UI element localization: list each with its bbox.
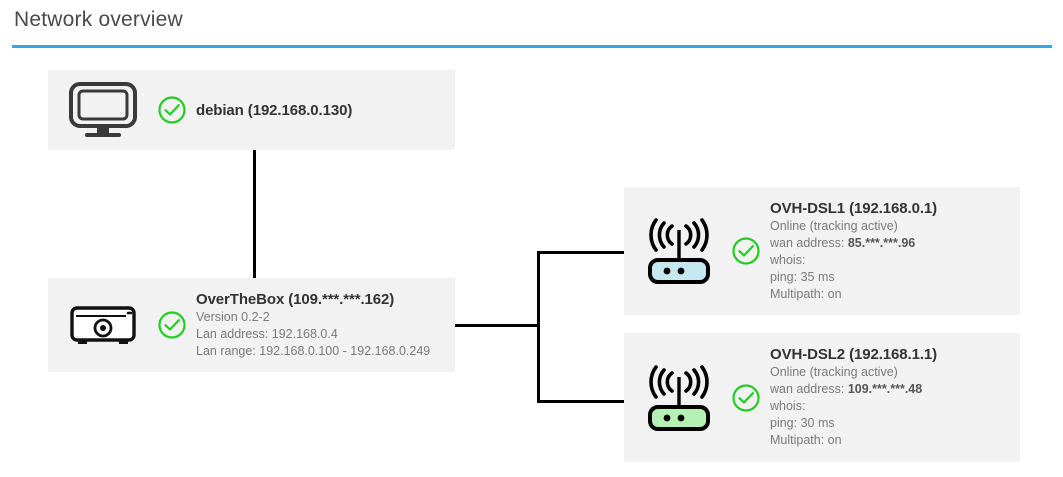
node-ovh-dsl1-multipath: Multipath: on [770,286,842,301]
connector-trunk-vertical [537,251,540,403]
node-overthebox-version: Version 0.2-2 [196,309,270,324]
node-ovh-dsl1[interactable]: OVH-DSL1 (192.168.0.1) Online (tracking … [624,187,1020,315]
monitor-icon [58,81,148,139]
node-overthebox-text: OverTheBox (109.***.***.162) Version 0.2… [196,291,455,360]
page-title: Network overview [14,8,183,31]
node-ovh-dsl2-multipath: Multipath: on [770,433,842,447]
connector-branch-to-dsl2 [537,400,625,403]
wifi-router-icon [636,361,722,435]
node-ovh-dsl2-ping: ping: 30 ms [770,416,835,430]
node-ovh-dsl2-whois: whois: [770,399,806,413]
node-debian-text: debian (192.168.0.130) [196,102,455,119]
wan-address-value: 85.***.***.96 [847,235,916,250]
node-ovh-dsl1-text: OVH-DSL1 (192.168.0.1) Online (tracking … [770,200,1020,303]
wifi-router-icon [636,214,722,288]
connector-branch-to-dsl1 [537,251,625,254]
node-ovh-dsl2-wan-address: wan address: 109.***.***.48 [770,381,1020,398]
check-circle-icon [148,310,196,340]
node-debian-client[interactable]: debian (192.168.0.130) [48,70,455,150]
check-circle-icon [148,95,196,125]
node-ovh-dsl1-wan-address: wan address: 85.***.***.96 [770,235,1020,252]
wan-address-label: wan address: [770,235,848,250]
title-underline-rule [12,45,1052,48]
node-debian-title: debian (192.168.0.130) [196,101,353,119]
set-top-box-icon [58,302,148,348]
node-ovh-dsl1-status: Online (tracking active) [770,218,898,233]
node-overthebox-lan-range: Lan range: 192.168.0.100 - 192.168.0.249 [196,343,431,358]
node-ovh-dsl2-title: OVH-DSL2 (192.168.1.1) [770,346,938,363]
node-ovh-dsl1-title: OVH-DSL1 (192.168.0.1) [770,199,938,217]
check-circle-icon [722,383,770,413]
node-overthebox[interactable]: OverTheBox (109.***.***.162) Version 0.2… [48,278,455,372]
node-overthebox-lan-address: Lan address: 192.168.0.4 [196,326,338,341]
node-ovh-dsl2-status: Online (tracking active) [770,365,898,379]
wan-address-value: 109.***.***.48 [847,382,923,396]
node-ovh-dsl2-text: OVH-DSL2 (192.168.1.1) Online (tracking … [770,346,1020,449]
wan-address-label: wan address: [770,382,848,396]
check-circle-icon [722,236,770,266]
node-ovh-dsl1-whois: whois: [770,252,806,267]
node-overthebox-title: OverTheBox (109.***.***.162) [196,290,395,308]
connector-overthebox-stub [455,324,539,327]
node-ovh-dsl1-ping: ping: 35 ms [770,269,835,284]
connector-debian-to-overthebox [253,150,256,278]
node-ovh-dsl2[interactable]: OVH-DSL2 (192.168.1.1) Online (tracking … [624,333,1020,462]
